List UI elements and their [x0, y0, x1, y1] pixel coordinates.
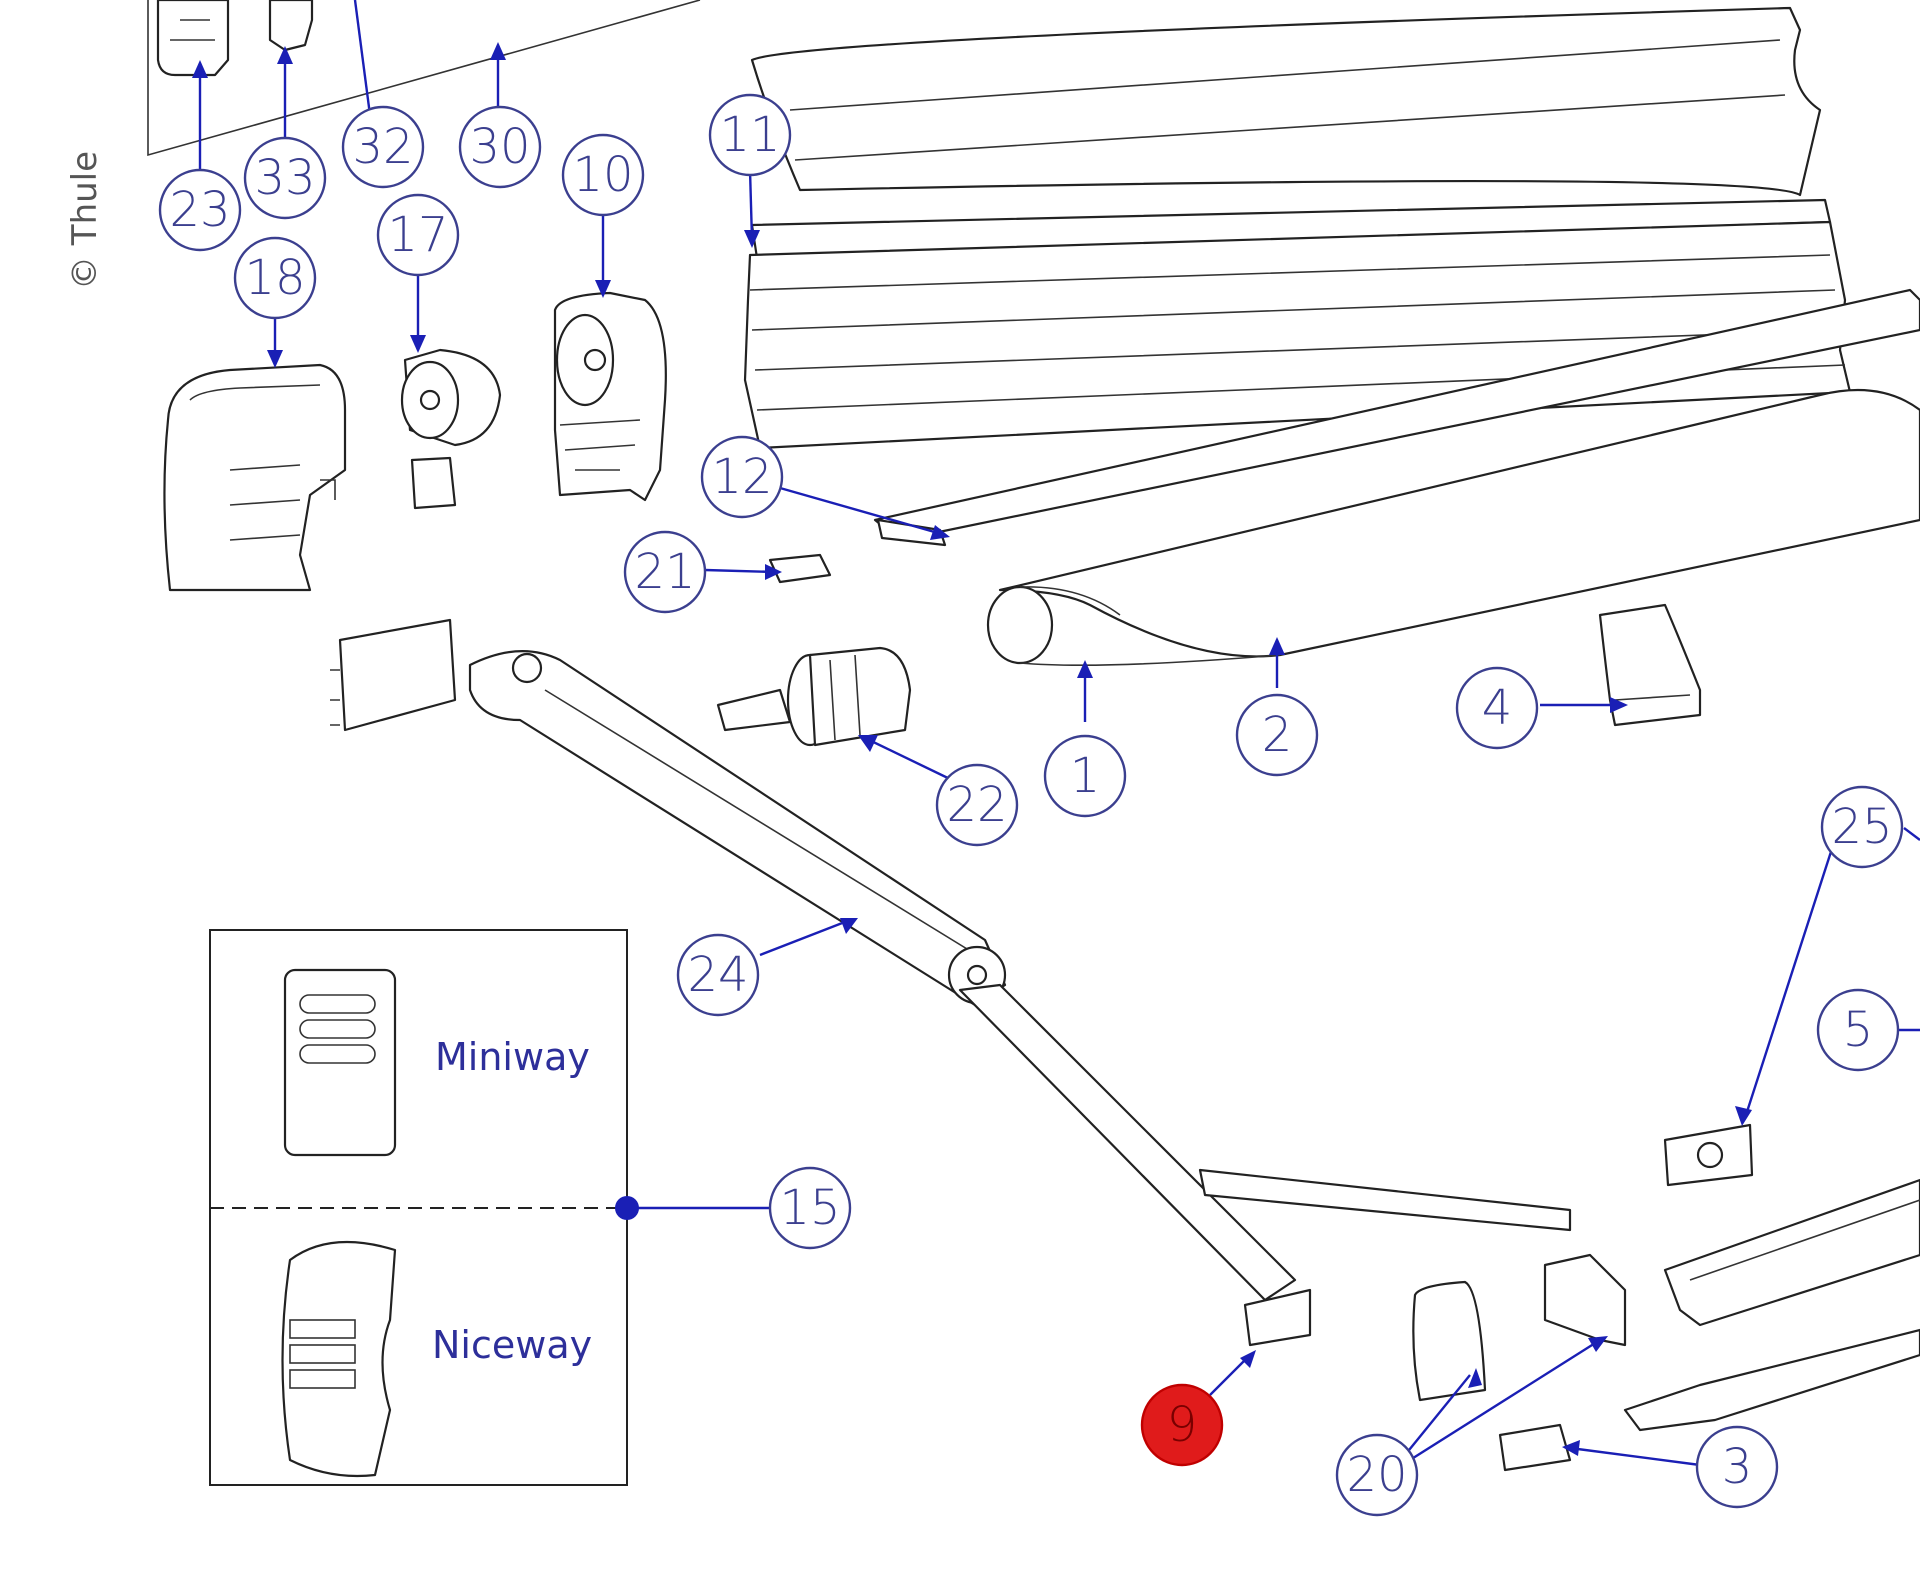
svg-text:33: 33	[254, 150, 315, 206]
part-10-motor	[553, 291, 667, 502]
part-fabric-roll	[873, 288, 1920, 667]
part-20-caps	[1412, 1253, 1627, 1402]
part-5-profile	[1623, 1178, 1920, 1432]
svg-text:10: 10	[572, 147, 633, 203]
callout-5[interactable]: 5	[1816, 988, 1900, 1072]
callout-32[interactable]: 32	[341, 105, 425, 189]
svg-text:32: 32	[352, 119, 413, 175]
remote-options-box: Miniway Niceway	[209, 929, 628, 1486]
callout-17[interactable]: 17	[376, 193, 460, 277]
svg-text:23: 23	[169, 182, 230, 238]
leader-lines	[198, 0, 1920, 1467]
part-22-roller-end	[716, 646, 912, 747]
part-18-end-cap	[163, 363, 347, 592]
copyright-text: © Thule	[65, 151, 105, 290]
part-4-end-piece	[1598, 603, 1702, 727]
svg-text:17: 17	[387, 207, 448, 263]
callouts: 23 33 32 30 11 10 17 18 12 21 22 1 2 4 2…	[158, 93, 1904, 1517]
svg-text:24: 24	[687, 947, 748, 1003]
callout-24[interactable]: 24	[676, 933, 760, 1017]
svg-text:18: 18	[244, 250, 305, 306]
svg-text:30: 30	[469, 119, 530, 175]
callout-22[interactable]: 22	[935, 763, 1019, 847]
remote-label-miniway: Miniway	[435, 1035, 590, 1079]
svg-text:11: 11	[719, 107, 780, 163]
svg-text:5: 5	[1843, 1002, 1874, 1058]
part-17-gear	[400, 348, 502, 510]
part-25-end-clip	[1663, 1123, 1754, 1187]
svg-text:2: 2	[1262, 707, 1293, 763]
remote-miniway: Miniway	[283, 968, 590, 1157]
remote-label-niceway: Niceway	[432, 1323, 592, 1367]
callout-33[interactable]: 33	[243, 136, 327, 220]
callout-20[interactable]: 20	[1335, 1433, 1419, 1517]
callout-25[interactable]: 25	[1820, 785, 1904, 869]
part-cassette-top	[743, 6, 1852, 450]
svg-text:15: 15	[779, 1180, 840, 1236]
svg-text:3: 3	[1722, 1439, 1753, 1495]
part-30-wall-rail	[147, 0, 701, 157]
callout-1[interactable]: 1	[1043, 734, 1127, 818]
callout-9-highlighted[interactable]: 9	[1140, 1383, 1224, 1467]
part-33-bracket	[268, 0, 314, 52]
svg-text:9: 9	[1167, 1397, 1198, 1453]
svg-text:22: 22	[946, 777, 1007, 833]
callout-11[interactable]: 11	[708, 93, 792, 177]
svg-text:4: 4	[1482, 680, 1513, 736]
part-23-bracket	[156, 0, 230, 77]
callout-2[interactable]: 2	[1235, 693, 1319, 777]
callout-4[interactable]: 4	[1455, 666, 1539, 750]
callout-12[interactable]: 12	[700, 435, 784, 519]
part-24-arm	[330, 618, 1572, 1347]
svg-text:12: 12	[711, 449, 772, 505]
svg-text:21: 21	[634, 544, 695, 600]
part-3-bracket	[1498, 1423, 1572, 1472]
part-21-clip	[768, 553, 832, 584]
svg-text:25: 25	[1831, 799, 1892, 855]
callout-18[interactable]: 18	[233, 236, 317, 320]
callout-21[interactable]: 21	[623, 530, 707, 614]
callout-23[interactable]: 23	[158, 168, 242, 252]
remote-niceway: Niceway	[281, 1240, 592, 1478]
svg-text:20: 20	[1346, 1447, 1407, 1503]
callout-10[interactable]: 10	[561, 133, 645, 217]
callout-15[interactable]: 15	[768, 1166, 852, 1250]
arrow-heads	[192, 42, 1752, 1456]
callout-30[interactable]: 30	[458, 105, 542, 189]
callout-3[interactable]: 3	[1695, 1425, 1779, 1509]
svg-text:1: 1	[1070, 748, 1101, 804]
